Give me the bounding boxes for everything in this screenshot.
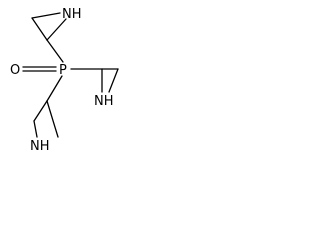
- right-ring-c-n-bond-2: [108, 68, 119, 93]
- molecule-drawing: O P NH NH NH: [10, 7, 119, 154]
- top-ring-c-c-bond: [31, 17, 48, 41]
- aziridine-ring-bottom: [33, 75, 63, 138]
- aziridine-ring-right: [70, 68, 119, 93]
- p-o-double-bond: [22, 66, 57, 72]
- aziridine-ring-top: [31, 12, 67, 63]
- bottom-ring-c-n-bond-2: [33, 120, 38, 138]
- bottom-ring-c-c-bond: [33, 100, 48, 122]
- top-ring-c-n-bond-1: [46, 18, 67, 41]
- top-ring-c-n-bond-2: [31, 12, 61, 19]
- phosphorus-label: P: [59, 63, 67, 78]
- structure-diagram: O P NH NH NH: [0, 0, 140, 165]
- aziridine-top-nh-label: NH: [62, 7, 82, 22]
- aziridine-right-nh-label: NH: [94, 94, 114, 109]
- bottom-ring-c-n-bond-1: [46, 100, 59, 138]
- aziridine-bottom-nh-label: NH: [30, 139, 50, 154]
- p-to-bottom-ring-bond: [46, 75, 63, 102]
- p-to-top-ring-bond: [46, 39, 64, 63]
- oxygen-label: O: [10, 63, 20, 78]
